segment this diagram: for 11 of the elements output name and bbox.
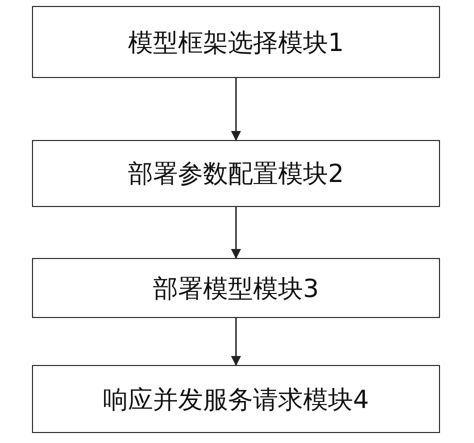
process-box <box>32 6 440 78</box>
box-label: 部署参数配置模块2 <box>128 158 344 190</box>
box-label: 响应并发服务请求模块4 <box>103 384 369 416</box>
process-box <box>32 140 440 207</box>
box-label: 模型框架选择模块1 <box>128 26 344 58</box>
arrow <box>231 207 241 259</box>
arrow <box>231 318 241 366</box>
arrow <box>231 78 241 141</box>
process-box <box>32 258 440 318</box>
box-label: 部署模型模块3 <box>153 272 319 304</box>
process-box <box>32 365 440 433</box>
